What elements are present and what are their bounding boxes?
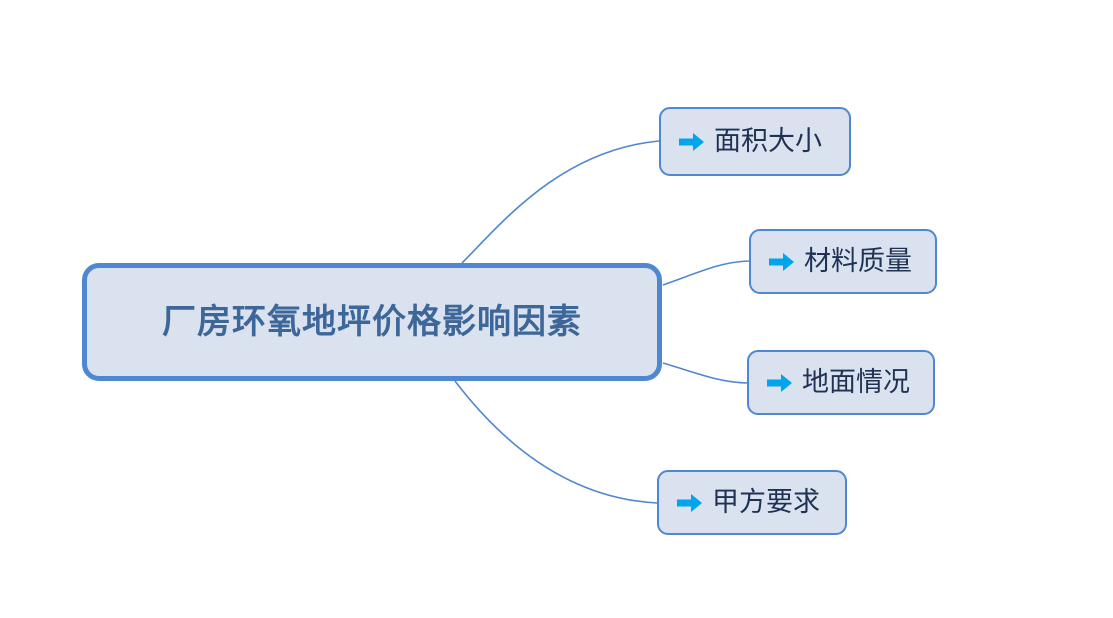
arrow-right-icon xyxy=(769,252,794,271)
branch-node-2[interactable]: 材料质量 xyxy=(749,229,937,294)
branch-node-4-label: 甲方要求 xyxy=(712,487,820,517)
branch-node-2-label: 材料质量 xyxy=(804,246,912,276)
branch-node-4[interactable]: 甲方要求 xyxy=(657,470,847,535)
branch-node-3[interactable]: 地面情况 xyxy=(747,350,935,415)
connector-root-to-branch-3 xyxy=(662,362,748,384)
branch-node-3-label: 地面情况 xyxy=(802,367,910,397)
root-node-label: 厂房环氧地坪价格影响因素 xyxy=(162,303,582,341)
connector-root-to-branch-2 xyxy=(662,260,750,286)
branch-node-1-content: 面积大小 xyxy=(679,128,822,155)
root-node[interactable]: 厂房环氧地坪价格影响因素 xyxy=(82,263,662,381)
branch-node-1[interactable]: 面积大小 xyxy=(659,107,851,176)
connector-root-to-branch-4 xyxy=(454,380,658,504)
arrow-right-icon xyxy=(767,373,792,392)
branch-node-2-content: 材料质量 xyxy=(769,248,912,275)
branch-node-1-label: 面积大小 xyxy=(714,126,822,156)
arrow-right-icon xyxy=(679,132,704,151)
arrow-right-icon xyxy=(677,493,702,512)
branch-node-3-content: 地面情况 xyxy=(767,369,910,396)
connector-root-to-branch-1 xyxy=(461,140,660,264)
branch-node-4-content: 甲方要求 xyxy=(677,489,820,516)
